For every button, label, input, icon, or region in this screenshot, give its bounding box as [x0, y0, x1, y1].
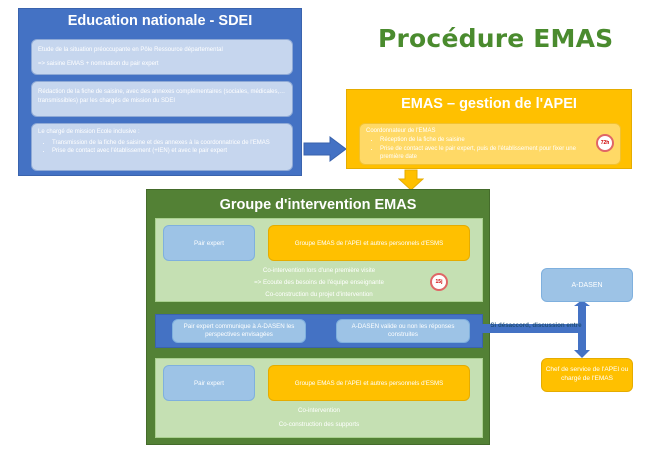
groupe-emas-box-1: Groupe EMAS de l'APEI et autres personne… — [268, 225, 470, 261]
emas-header: EMAS – gestion de l'APEI — [401, 96, 577, 112]
emas-bullet-1: Réception de la fiche de saisine — [380, 136, 594, 144]
groupe-step-2-line-1: Co-intervention — [298, 407, 340, 414]
groupe-step-1-line-1: Co-intervention lors d'une première visi… — [262, 267, 376, 274]
adasen-box: A-DASEN — [541, 268, 633, 302]
education-step-2-text: Rédaction de la fiche de saisine, avec d… — [38, 89, 286, 104]
groupe-step-1: Pair expert Groupe EMAS de l'APEI et aut… — [155, 218, 483, 302]
page-title: Procédure EMAS — [378, 24, 614, 53]
timer-stamp-icon: 15j — [430, 273, 448, 291]
chef-service-box: Chef de service de l'APEI ou chargé de l… — [541, 358, 633, 392]
education-step-1-line-1: Etude de la situation préoccupante en Pô… — [38, 47, 223, 53]
education-nationale-block: Education nationale - SDEI Etude de la s… — [18, 8, 302, 176]
education-step-2: Rédaction de la fiche de saisine, avec d… — [31, 81, 293, 117]
timer-stamp-label: 72h — [600, 139, 610, 146]
education-header: Education nationale - SDEI — [67, 13, 253, 29]
adasen-validates-box: A-DASEN valide ou non les réponses const… — [336, 319, 470, 343]
groupe-step-2-line-2: Co-construction des supports — [278, 421, 360, 428]
education-step-3-intro: Le chargé de mission Ecole inclusive : — [38, 129, 140, 135]
timer-stamp-label: 15j — [435, 279, 443, 285]
arrow-right-icon — [303, 136, 347, 162]
validation-bar: Pair expert communique à A-DASEN les per… — [155, 314, 483, 348]
groupe-intervention-block: Groupe d'intervention EMAS Pair expert G… — [146, 189, 490, 445]
emas-bullet-2: Prise de contact avec le pair expert, pu… — [380, 145, 594, 162]
pair-expert-box-1: Pair expert — [163, 225, 255, 261]
arrow-down-icon — [398, 169, 424, 191]
education-step-1: Etude de la situation préoccupante en Pô… — [31, 39, 293, 75]
groupe-step-1-line-3: Co-construction du projet d'intervention — [265, 291, 373, 298]
connector-arrows-icon — [482, 300, 590, 358]
groupe-emas-box-2: Groupe EMAS de l'APEI et autres personne… — [268, 365, 470, 401]
education-step-3: Le chargé de mission Ecole inclusive : T… — [31, 123, 293, 171]
emas-coordinator-title: Coordonnateur de l'EMAS — [366, 128, 436, 134]
education-step-3-bullet-1: Transmission de la fiche de saisine et d… — [52, 139, 286, 148]
education-step-3-bullet-2: Prise de contact avec l'établissement (+… — [52, 147, 286, 156]
emas-coordinator-box: Coordonnateur de l'EMAS Réception de la … — [359, 123, 621, 165]
emas-apei-block: EMAS – gestion de l'APEI Coordonnateur d… — [346, 89, 632, 169]
timer-stamp-icon: 72h — [596, 134, 614, 152]
pair-expert-box-2: Pair expert — [163, 365, 255, 401]
education-step-1-line-2: => saisine EMAS + nomination du pair exp… — [38, 60, 159, 67]
groupe-step-2: Pair expert Groupe EMAS de l'APEI et aut… — [155, 358, 483, 438]
desaccord-label: Si désaccord, discussion entre — [490, 322, 582, 329]
groupe-step-1-line-2: => Ecoute des besoins de l'équipe enseig… — [254, 279, 384, 286]
pair-expert-communicates-box: Pair expert communique à A-DASEN les per… — [172, 319, 306, 343]
groupe-header: Groupe d'intervention EMAS — [219, 197, 417, 213]
